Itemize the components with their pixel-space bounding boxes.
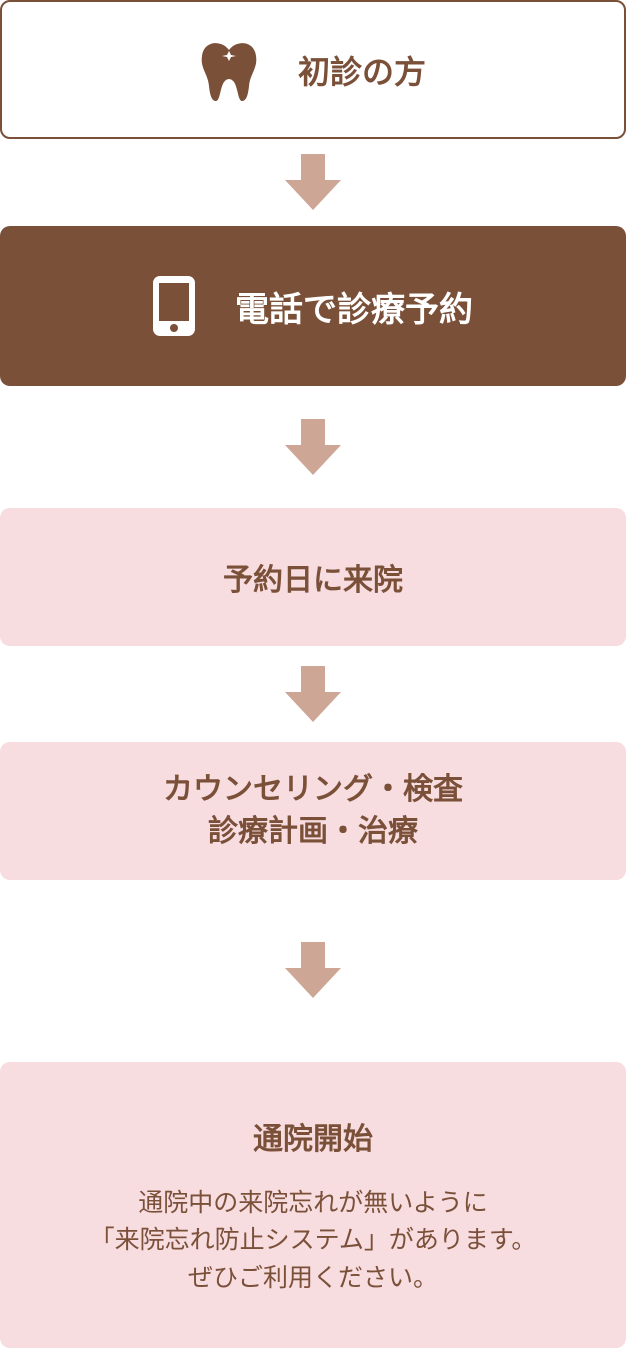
desc-line: ぜひご利用ください。 (187, 1262, 438, 1292)
step-phone-reservation: 電話で診療予約 (0, 226, 626, 386)
step-visit-on-date: 予約日に来院 (0, 508, 626, 646)
step-label: 電話で診療予約 (235, 289, 473, 330)
arrow-down-icon (285, 154, 341, 210)
step-first-visit: 初診の方 (0, 0, 626, 139)
tooth-icon (200, 38, 258, 102)
arrow-down-icon (285, 942, 341, 998)
step-title: 通院開始 (253, 1121, 373, 1157)
desc-line: 「来院忘れ防止システム」があります。 (89, 1225, 537, 1255)
desc-line: 通院中の来院忘れが無いように (138, 1187, 488, 1217)
step-label-line1: カウンセリング・検査 (163, 772, 463, 807)
step-label: 予約日に来院 (223, 563, 403, 598)
smartphone-icon (153, 276, 195, 336)
step-start-visits: 通院開始 通院中の来院忘れが無いように 「来院忘れ防止システム」があります。 ぜ… (0, 1062, 626, 1348)
step-counseling: カウンセリング・検査 診療計画・治療 (0, 742, 626, 880)
step-description: 通院中の来院忘れが無いように 「来院忘れ防止システム」があります。 ぜひご利用く… (90, 1184, 537, 1297)
arrow-down-icon (285, 419, 341, 475)
arrow-down-icon (285, 666, 341, 722)
step-label-line2: 診療計画・治療 (208, 814, 418, 849)
step-label: 初診の方 (297, 52, 426, 91)
